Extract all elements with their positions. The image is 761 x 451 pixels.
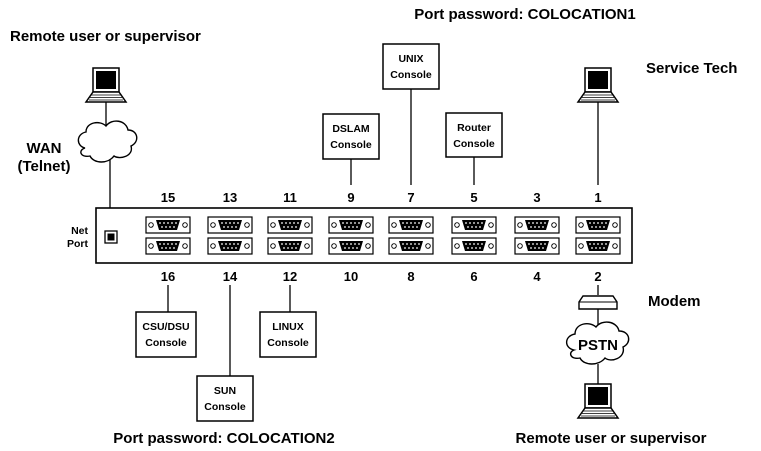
pstn-cloud-icon: [565, 321, 630, 365]
port-number: 9: [347, 190, 354, 205]
unix-console-label-2: Console: [390, 69, 432, 81]
modem-label: Modem: [648, 293, 701, 310]
net-port-label-2: Port: [67, 238, 89, 250]
csudsu-console-label-2: Console: [145, 337, 187, 349]
serial-port-connector-icon[interactable]: [388, 237, 434, 255]
serial-port-connector-icon[interactable]: [575, 216, 621, 234]
service-tech-laptop-icon: [577, 67, 619, 103]
router-console-label-1: Router: [457, 122, 491, 134]
port-number: 11: [283, 190, 297, 205]
port-number: 14: [223, 269, 238, 284]
bottom-port-password-label: Port password: COLOCATION2: [113, 430, 334, 447]
service-tech-label: Service Tech: [646, 60, 737, 77]
port-number: 2: [594, 269, 601, 284]
wan-cloud-icon: [77, 120, 138, 163]
serial-port-connector-icon[interactable]: [267, 237, 313, 255]
serial-port-connector-icon[interactable]: [145, 216, 191, 234]
serial-port-connector-icon[interactable]: [388, 216, 434, 234]
port-number: 16: [161, 269, 175, 284]
serial-port-connector-icon[interactable]: [575, 237, 621, 255]
remote-user-top-label: Remote user or supervisor: [10, 28, 201, 45]
csudsu-console-box: [135, 311, 197, 358]
serial-port-connector-icon[interactable]: [207, 237, 253, 255]
port-number: 1: [594, 190, 601, 205]
remote-user-bottom-laptop-icon: [577, 383, 619, 419]
serial-port-connector-icon[interactable]: [514, 216, 560, 234]
net-port-jack-inner: [107, 233, 115, 241]
console-server-chassis: [95, 207, 633, 264]
port-number: 4: [533, 269, 541, 284]
serial-port-connector-icon[interactable]: [267, 216, 313, 234]
remote-user-top-laptop-icon: [85, 67, 127, 103]
port-number: 12: [283, 269, 297, 284]
port-number: 3: [533, 190, 540, 205]
sun-console-label-1: SUN: [214, 385, 236, 397]
serial-port-connector-icon[interactable]: [207, 216, 253, 234]
port-number: 7: [407, 190, 414, 205]
port-number: 8: [407, 269, 414, 284]
port-number: 15: [161, 190, 175, 205]
wan-label: WAN: [27, 140, 62, 157]
telnet-label: (Telnet): [17, 158, 70, 175]
linux-console-label-1: LINUX: [272, 321, 304, 333]
port-number: 6: [470, 269, 477, 284]
unix-console-box: [382, 43, 440, 90]
modem-icon: [578, 295, 618, 310]
port-number: 10: [344, 269, 358, 284]
serial-port-connector-icon[interactable]: [328, 216, 374, 234]
linux-console-box: [259, 311, 317, 358]
serial-port-connector-icon[interactable]: [328, 237, 374, 255]
linux-console-label-2: Console: [267, 337, 309, 349]
pstn-label: PSTN: [578, 337, 618, 354]
serial-port-connector-icon[interactable]: [451, 237, 497, 255]
dslam-console-box: [322, 113, 380, 160]
port-number: 5: [470, 190, 477, 205]
router-console-label-2: Console: [453, 138, 495, 150]
csudsu-console-label-1: CSU/DSU: [142, 321, 189, 333]
router-console-box: [445, 112, 503, 158]
unix-console-label-1: UNIX: [398, 53, 423, 65]
sun-console-label-2: Console: [204, 401, 246, 413]
remote-user-bottom-label: Remote user or supervisor: [516, 430, 707, 447]
serial-port-connector-icon[interactable]: [451, 216, 497, 234]
serial-port-connector-icon[interactable]: [514, 237, 560, 255]
dslam-console-label-2: Console: [330, 139, 372, 151]
bottom-port-numbers: 16 14 12 10 8 6 4 2: [161, 269, 602, 284]
net-port-label-1: Net: [71, 225, 88, 237]
serial-port-connector-icon[interactable]: [145, 237, 191, 255]
top-port-numbers: 15 13 11 9 7 5 3 1: [161, 190, 602, 205]
dslam-console-label-1: DSLAM: [332, 123, 370, 135]
sun-console-box: [196, 375, 254, 422]
port-number: 13: [223, 190, 237, 205]
top-port-password-label: Port password: COLOCATION1: [414, 6, 635, 23]
